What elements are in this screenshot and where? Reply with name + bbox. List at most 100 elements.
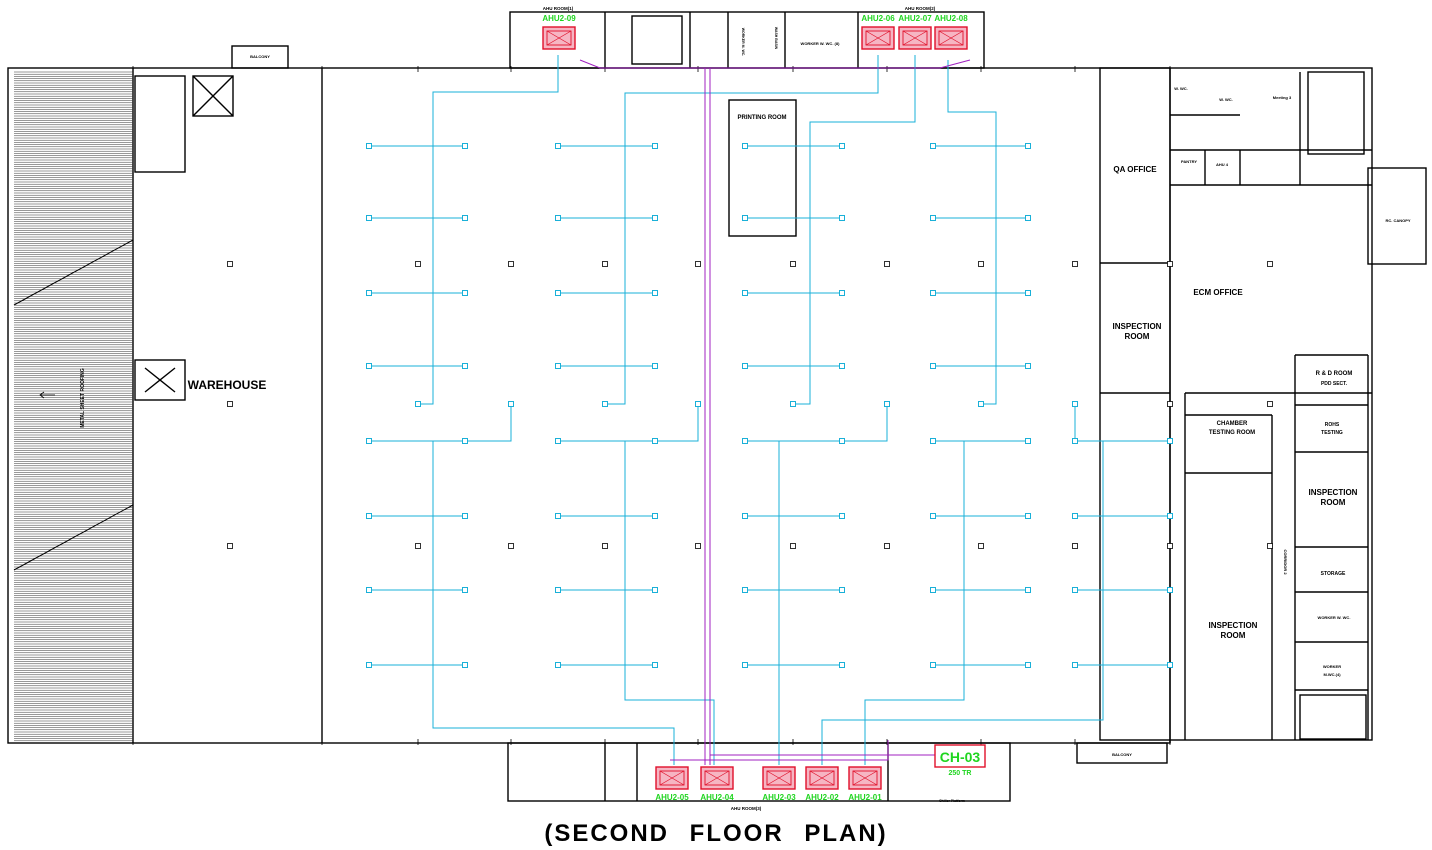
- diffuser: [1025, 662, 1031, 668]
- ahu-room-3-label: AHU ROOM(3): [731, 806, 762, 811]
- ahu-cross: [809, 770, 835, 786]
- diffuser: [366, 143, 372, 149]
- diffuser: [555, 290, 561, 296]
- duct-line: [793, 55, 916, 405]
- column-marker: [227, 401, 233, 407]
- diffuser: [1167, 513, 1173, 519]
- diffuser: [742, 143, 748, 149]
- diffuser: [366, 587, 372, 593]
- ahu-cross: [938, 30, 964, 46]
- column-marker: [415, 261, 421, 267]
- chamber-label: CHAMBER: [1217, 421, 1248, 427]
- duct-line: [605, 55, 879, 405]
- column-marker: [884, 543, 890, 549]
- column-grid: [132, 66, 1273, 745]
- ahu-label: AHU2-05: [655, 793, 689, 802]
- column-marker: [1267, 543, 1273, 549]
- chiller-piping: [579, 59, 971, 765]
- rohs-label: ROHS: [1325, 422, 1340, 428]
- rc-canopy-label: RC. CANOPY: [1385, 218, 1410, 223]
- diffuser: [742, 290, 748, 296]
- diffuser: [652, 143, 658, 149]
- diffuser: [930, 513, 936, 519]
- ahu-inner: [902, 30, 928, 46]
- duct-line: [432, 404, 675, 765]
- diffuser: [462, 662, 468, 668]
- column-marker: [508, 261, 514, 267]
- diffuser: [366, 290, 372, 296]
- ahu-cross: [659, 770, 685, 786]
- diffuser: [652, 215, 658, 221]
- rd-room-b-label: PDD SECT.: [1321, 381, 1348, 387]
- column-marker: [978, 261, 984, 267]
- diffuser: [839, 662, 845, 668]
- ahu-cross: [865, 30, 891, 46]
- diffuser: [839, 363, 845, 369]
- diffuser: [790, 401, 796, 407]
- diffuser: [462, 438, 468, 444]
- diffuser: [555, 363, 561, 369]
- column-marker: [1072, 543, 1078, 549]
- inspection-1-label: INSPECTION: [1113, 322, 1162, 331]
- ahu-inner: [546, 30, 572, 46]
- ahu-cross: [546, 30, 572, 46]
- chiller-capacity: 250 TR: [949, 770, 972, 777]
- duct-line: [418, 55, 559, 405]
- diffuser: [652, 513, 658, 519]
- diffuser: [1072, 513, 1078, 519]
- pantry-label: PANTRY: [1181, 159, 1197, 164]
- diffuser: [742, 363, 748, 369]
- diffuser: [462, 215, 468, 221]
- diffuser: [1025, 363, 1031, 369]
- column-marker: [602, 261, 608, 267]
- ahu-room-2-label: AHU ROOM(2): [905, 6, 936, 11]
- diffuser: [652, 438, 658, 444]
- diffuser: [415, 401, 421, 407]
- chamber-b-label: TESTING ROOM: [1209, 430, 1255, 436]
- balcony-top-label: BALCONY: [250, 54, 270, 59]
- diffuser: [555, 438, 561, 444]
- ahu-label: AHU2-02: [805, 793, 839, 802]
- diffuser: [839, 513, 845, 519]
- diffuser: [1167, 438, 1173, 444]
- diffuser: [839, 587, 845, 593]
- column-marker: [695, 543, 701, 549]
- column-marker: [1267, 401, 1273, 407]
- chiller-ch03: CH-03 250 TR: [934, 744, 986, 777]
- rd-room-label: R & D ROOM: [1316, 371, 1353, 377]
- ahu-label: AHU2-04: [700, 793, 734, 802]
- diffuser: [1025, 143, 1031, 149]
- column-marker: [695, 261, 701, 267]
- diffuser: [930, 290, 936, 296]
- column-marker: [790, 543, 796, 549]
- diffuser: [555, 587, 561, 593]
- column-marker: [415, 543, 421, 549]
- diffuser: [462, 290, 468, 296]
- ladies-wc-label: WORKER M. WC.: [741, 28, 745, 57]
- diffuser: [839, 143, 845, 149]
- diffuser: [839, 438, 845, 444]
- ahu-label: AHU2-03: [762, 793, 796, 802]
- diffuser: [930, 215, 936, 221]
- ahu-inner: [865, 30, 891, 46]
- diffuser: [652, 290, 658, 296]
- diffuser: [555, 215, 561, 221]
- chiller-label: CH-03: [940, 749, 981, 765]
- diffuser: [462, 363, 468, 369]
- printing-room-label: PRINTING ROOM: [738, 115, 787, 121]
- ahu-label: AHU2-07: [898, 14, 932, 23]
- column-marker: [1072, 261, 1078, 267]
- diffuser: [742, 587, 748, 593]
- ahu-room-1-label: AHU ROOM(1): [543, 6, 574, 11]
- diffuser: [1072, 587, 1078, 593]
- ahu-cross: [902, 30, 928, 46]
- column-marker: [978, 543, 984, 549]
- duct-line: [778, 404, 888, 765]
- inspection-2b-label: ROOM: [1321, 498, 1346, 507]
- chiller-pipe: [579, 59, 971, 69]
- diffuser: [602, 401, 608, 407]
- column-marker: [227, 543, 233, 549]
- balcony-bottom-label: BALCONY: [1112, 752, 1132, 757]
- diffuser: [695, 401, 701, 407]
- ahu-cross: [704, 770, 730, 786]
